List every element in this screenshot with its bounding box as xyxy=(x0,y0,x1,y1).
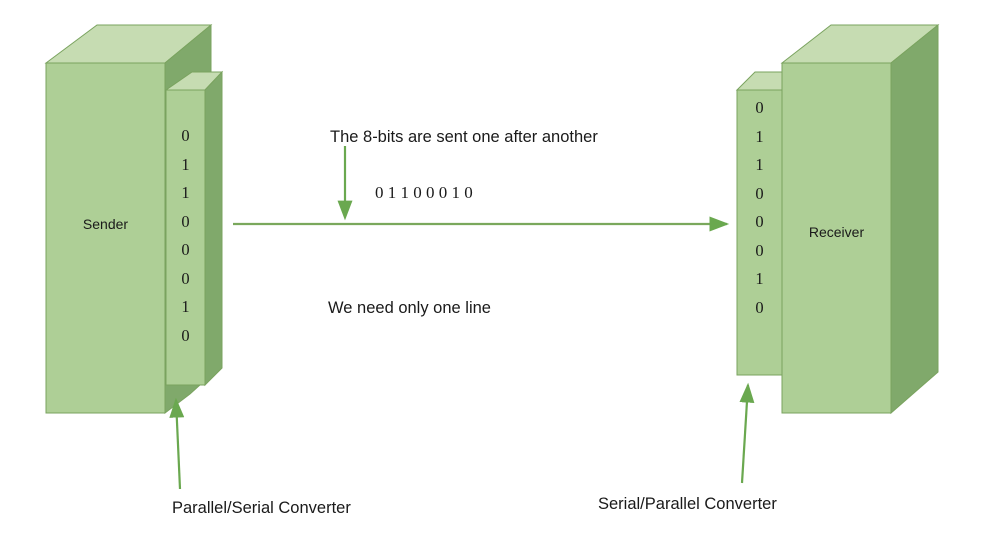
serial-bitstream-values: 0 1 1 0 0 0 1 0 xyxy=(375,183,473,202)
sender-bit-7: 0 xyxy=(181,325,190,345)
sender-bit-3: 0 xyxy=(181,211,190,231)
sender-bit-1: 1 xyxy=(181,154,190,174)
receiver-bit-2: 1 xyxy=(755,155,764,174)
one-line-note: We need only one line xyxy=(328,299,491,317)
sender-converter-label: Parallel/Serial Converter xyxy=(172,499,351,517)
receiver-bit-6: 1 xyxy=(755,269,764,288)
sender-bit-6: 1 xyxy=(181,297,190,316)
sender-bit-column-values: 0 1 1 0 0 0 1 0 xyxy=(166,126,205,345)
sender-bit-2: 1 xyxy=(181,183,190,202)
sender-bit-column-side-face xyxy=(204,70,223,387)
sender-bit-4: 0 xyxy=(181,240,190,259)
sender-bit-5: 0 xyxy=(181,268,190,288)
sender-bit-column-front-face xyxy=(165,89,206,386)
receiver-block-front-face xyxy=(781,62,892,414)
receiver-block-side-face xyxy=(890,23,939,415)
sender-bit-0: 0 xyxy=(181,126,190,145)
receiver-bit-3: 0 xyxy=(755,183,764,203)
receiver-bit-5: 0 xyxy=(755,240,764,260)
receiver-converter-label: Serial/Parallel Converter xyxy=(598,495,777,513)
receiver-bit-0: 0 xyxy=(755,98,764,117)
receiver-block-label: Receiver xyxy=(808,224,865,240)
bits-sent-note: The 8-bits are sent one after another xyxy=(330,128,598,146)
sender-block-label: Sender xyxy=(82,216,129,232)
receiver-bit-1: 1 xyxy=(755,126,764,146)
receiver-bit-7: 0 xyxy=(755,297,764,317)
receiver-converter-arrow xyxy=(739,382,755,484)
sender-converter-arrow xyxy=(169,397,185,490)
receiver-bit-4: 0 xyxy=(755,212,764,231)
sender-block-front-face xyxy=(45,62,166,414)
receiver-bit-column-values: 0 1 1 0 0 0 1 0 xyxy=(737,98,782,317)
